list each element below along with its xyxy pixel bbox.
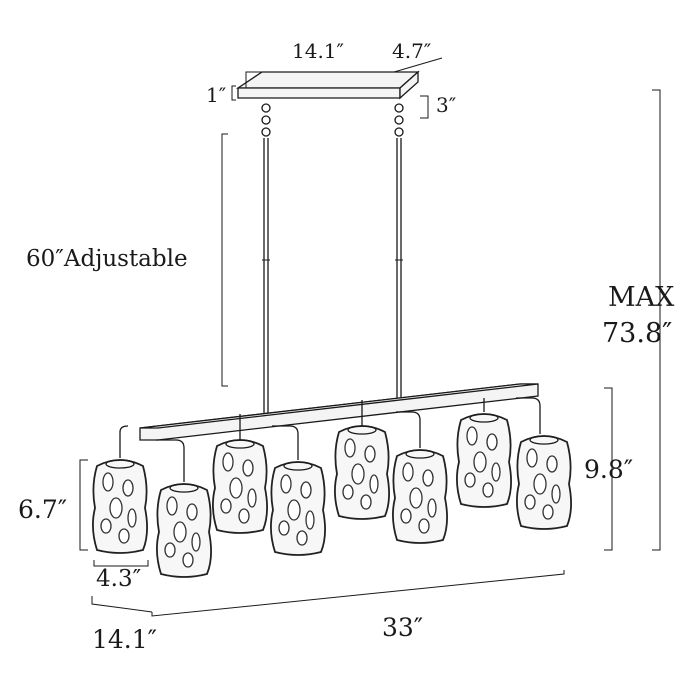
glass-shade	[270, 461, 326, 556]
canopy-length-label: 14.1″	[292, 39, 344, 63]
hanger-height-label: 3″	[436, 93, 456, 117]
max-value-label: 73.8″	[602, 318, 672, 349]
fixture-width-label: 14.1″	[92, 625, 157, 654]
shade-height-label: 6.7″	[18, 495, 67, 524]
canopy-width-label: 4.7″	[392, 39, 431, 63]
glass-shade	[516, 435, 572, 530]
dimension-labels: 14.1″ 4.7″ 1″ 3″ 60″Adjustable MAX 73.8″…	[18, 39, 675, 654]
glass-shade	[334, 425, 390, 520]
glass-shade	[92, 459, 148, 554]
shade-arms	[119, 397, 541, 482]
glass-shade	[212, 439, 268, 534]
max-label: MAX	[608, 282, 675, 313]
shade-diameter-label: 4.3″	[96, 566, 142, 592]
dimension-lines	[79, 57, 661, 617]
glass-shade	[456, 413, 512, 508]
canopy-height-label: 1″	[206, 83, 226, 107]
hanger-links	[261, 103, 404, 137]
fixture-length-label: 33″	[382, 613, 423, 642]
adjustable-rods-label: 60″Adjustable	[26, 246, 188, 272]
canopy	[235, 70, 420, 100]
glass-shade	[392, 449, 448, 544]
glass-shade	[156, 483, 212, 578]
glass-shades	[92, 413, 572, 578]
body-height-label: 9.8″	[584, 455, 633, 484]
suspension-rods	[262, 138, 403, 418]
